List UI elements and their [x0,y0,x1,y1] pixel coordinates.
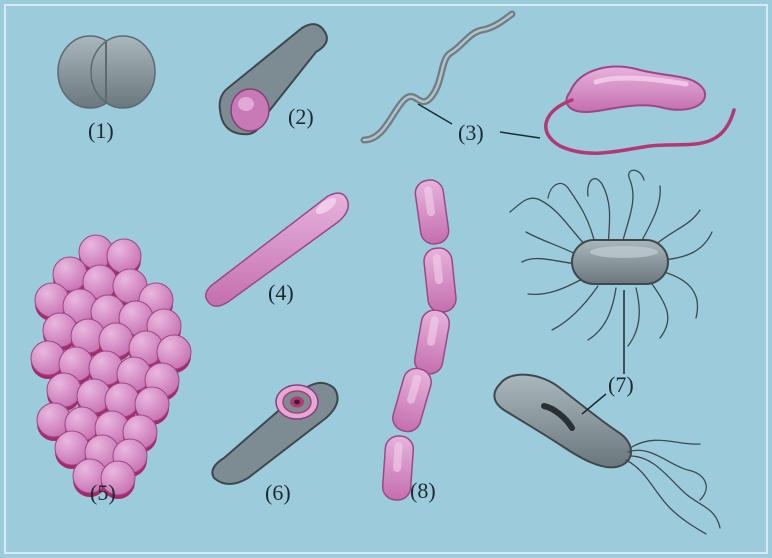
diplococcus-bacterium [58,36,155,108]
label-8: (8) [410,478,436,503]
label-3: (3) [458,120,484,145]
label-2: (2) [288,104,314,129]
coccus-cell [47,373,81,407]
coccus-cell [107,239,141,273]
label-6: (6) [265,480,291,505]
label-4: (4) [268,280,294,305]
label-5: (5) [90,480,116,505]
label-1: (1) [88,118,114,143]
label-7: (7) [608,372,634,397]
